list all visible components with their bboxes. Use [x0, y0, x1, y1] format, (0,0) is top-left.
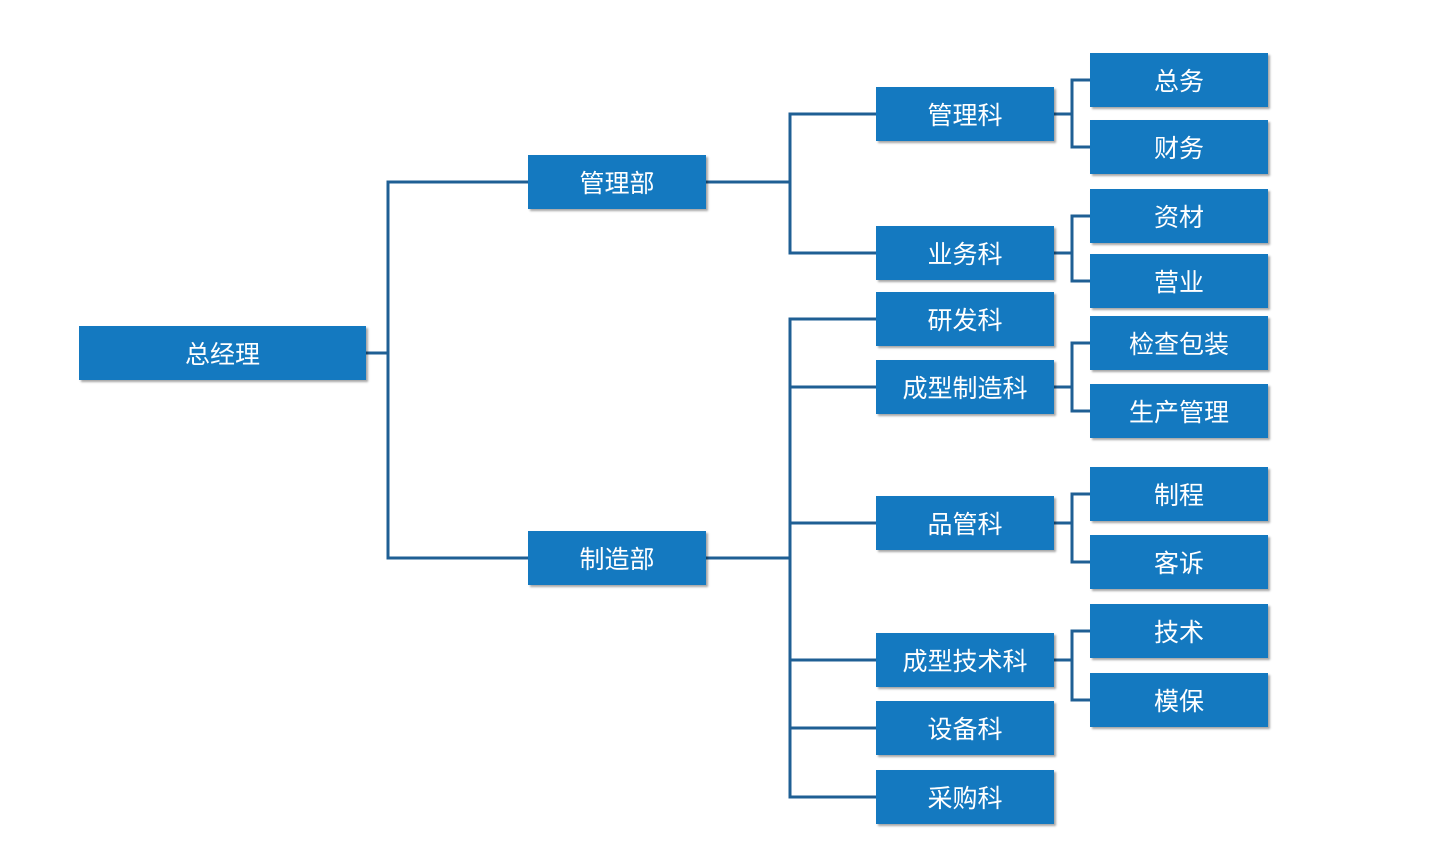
org-node-unit: 总务: [1090, 53, 1268, 107]
org-node-unit: 生产管理: [1090, 384, 1268, 438]
org-node-unit: 技术: [1090, 604, 1268, 658]
org-node-unit: 营业: [1090, 254, 1268, 308]
org-node-section: 业务科: [876, 226, 1054, 280]
org-node-unit: 资材: [1090, 189, 1268, 243]
org-node-general-manager: 总经理: [79, 326, 366, 380]
org-node-manufacturing-dept: 制造部: [528, 531, 706, 585]
org-node-section: 采购科: [876, 770, 1054, 824]
org-node-section: 管理科: [876, 87, 1054, 141]
org-node-unit: 财务: [1090, 120, 1268, 174]
org-node-management-dept: 管理部: [528, 155, 706, 209]
org-node-section: 品管科: [876, 496, 1054, 550]
org-node-unit: 模保: [1090, 673, 1268, 727]
org-node-section: 成型技术科: [876, 633, 1054, 687]
org-node-section: 研发科: [876, 292, 1054, 346]
org-node-section: 成型制造科: [876, 360, 1054, 414]
org-node-unit: 检查包装: [1090, 316, 1268, 370]
org-node-unit: 客诉: [1090, 535, 1268, 589]
org-node-section: 设备科: [876, 701, 1054, 755]
org-node-unit: 制程: [1090, 467, 1268, 521]
